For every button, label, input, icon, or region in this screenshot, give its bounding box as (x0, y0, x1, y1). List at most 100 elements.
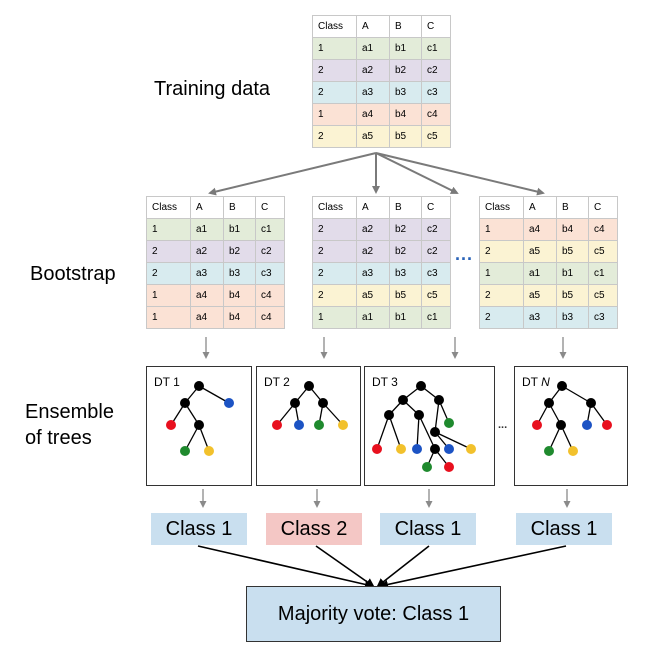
table-cell: 1 (479, 218, 524, 241)
tree-node-red (444, 462, 454, 472)
tree-box-3: DT 3 (364, 366, 495, 486)
tree-edge (434, 431, 472, 450)
tree-node-black (434, 395, 444, 405)
column-header: B (389, 15, 422, 38)
tree-ellipsis: ... (498, 419, 508, 431)
table-cell: b4 (389, 103, 422, 126)
table-cell: 2 (312, 218, 357, 241)
table-cell: 1 (146, 306, 191, 329)
tree-node-red (532, 420, 542, 430)
table-cell: a2 (356, 218, 390, 241)
tree-node-yellow (466, 444, 476, 454)
table-cell: b4 (556, 218, 589, 241)
table-cell: 2 (312, 125, 357, 148)
bootstrap-ellipsis: ... (455, 244, 474, 264)
table-cell: a3 (356, 262, 390, 285)
column-header: C (421, 196, 451, 219)
ensemble-label-line2: of trees (25, 427, 92, 449)
table-cell: 2 (479, 240, 524, 263)
table-cell: 1 (146, 284, 191, 307)
vote-arrow-4 (379, 545, 567, 589)
tree-box-n: DT N (514, 366, 628, 486)
table-cell: b2 (223, 240, 256, 263)
table-cell: c2 (421, 218, 451, 241)
table-cell: 2 (312, 59, 357, 82)
tree-edge (418, 414, 436, 450)
column-header: A (523, 196, 557, 219)
tree-node-black (586, 398, 596, 408)
tree-edge (376, 414, 390, 450)
table-cell: 1 (312, 103, 357, 126)
column-header: B (556, 196, 589, 219)
table-cell: a1 (356, 306, 390, 329)
tree-node-red (272, 420, 282, 430)
column-header: Class (479, 196, 524, 219)
tree-node-black (384, 410, 394, 420)
tree-to-result-arrows (199, 489, 571, 508)
tree-node-blue (444, 444, 454, 454)
table-cell: a5 (356, 125, 390, 148)
table-cell: b3 (223, 262, 256, 285)
table-cell: a1 (190, 218, 224, 241)
column-header: A (356, 196, 390, 219)
tree-node-black (290, 398, 300, 408)
table-cell: 1 (312, 306, 357, 329)
table-cell: c1 (588, 262, 618, 285)
table-cell: a2 (356, 240, 390, 263)
table-cell: c3 (255, 262, 285, 285)
tree-node-black (556, 420, 566, 430)
table-cell: b1 (389, 306, 422, 329)
tree-edge (434, 399, 440, 433)
table-cell: a4 (190, 306, 224, 329)
column-header: Class (146, 196, 191, 219)
tree-node-black (318, 398, 328, 408)
table-cell: b1 (556, 262, 589, 285)
column-header: B (223, 196, 256, 219)
table-cell: a2 (356, 59, 390, 82)
table-cell: b5 (556, 240, 589, 263)
column-header: A (356, 15, 390, 38)
table-cell: c3 (588, 306, 618, 329)
column-header: A (190, 196, 224, 219)
table-cell: b1 (389, 37, 422, 60)
table-cell: c1 (421, 37, 451, 60)
tree-node-blue (412, 444, 422, 454)
table-cell: c4 (421, 103, 451, 126)
table-cell: c5 (588, 240, 618, 263)
column-header: C (255, 196, 285, 219)
tree-node-blue (582, 420, 592, 430)
tree-node-black (557, 381, 567, 391)
table-cell: c2 (421, 240, 451, 263)
table-cell: 1 (479, 262, 524, 285)
table-cell: c4 (588, 218, 618, 241)
table-cell: 2 (146, 240, 191, 263)
tree-name: DT N (522, 375, 550, 389)
column-header: Class (312, 15, 357, 38)
table-cell: c1 (421, 306, 451, 329)
tree-node-blue (294, 420, 304, 430)
tree-node-blue (224, 398, 234, 408)
column-header: B (389, 196, 422, 219)
training-data-label: Training data (154, 78, 270, 100)
table-cell: b3 (556, 306, 589, 329)
tree-node-green (544, 446, 554, 456)
tree-node-black (416, 381, 426, 391)
table-cell: a1 (523, 262, 557, 285)
table-cell: a5 (523, 284, 557, 307)
table-cell: b5 (556, 284, 589, 307)
tree-node-red (166, 420, 176, 430)
table-cell: b3 (389, 262, 422, 285)
table-cell: c3 (421, 81, 451, 104)
table-cell: c2 (255, 240, 285, 263)
table-cell: c4 (255, 306, 285, 329)
tree-graph (166, 381, 234, 456)
